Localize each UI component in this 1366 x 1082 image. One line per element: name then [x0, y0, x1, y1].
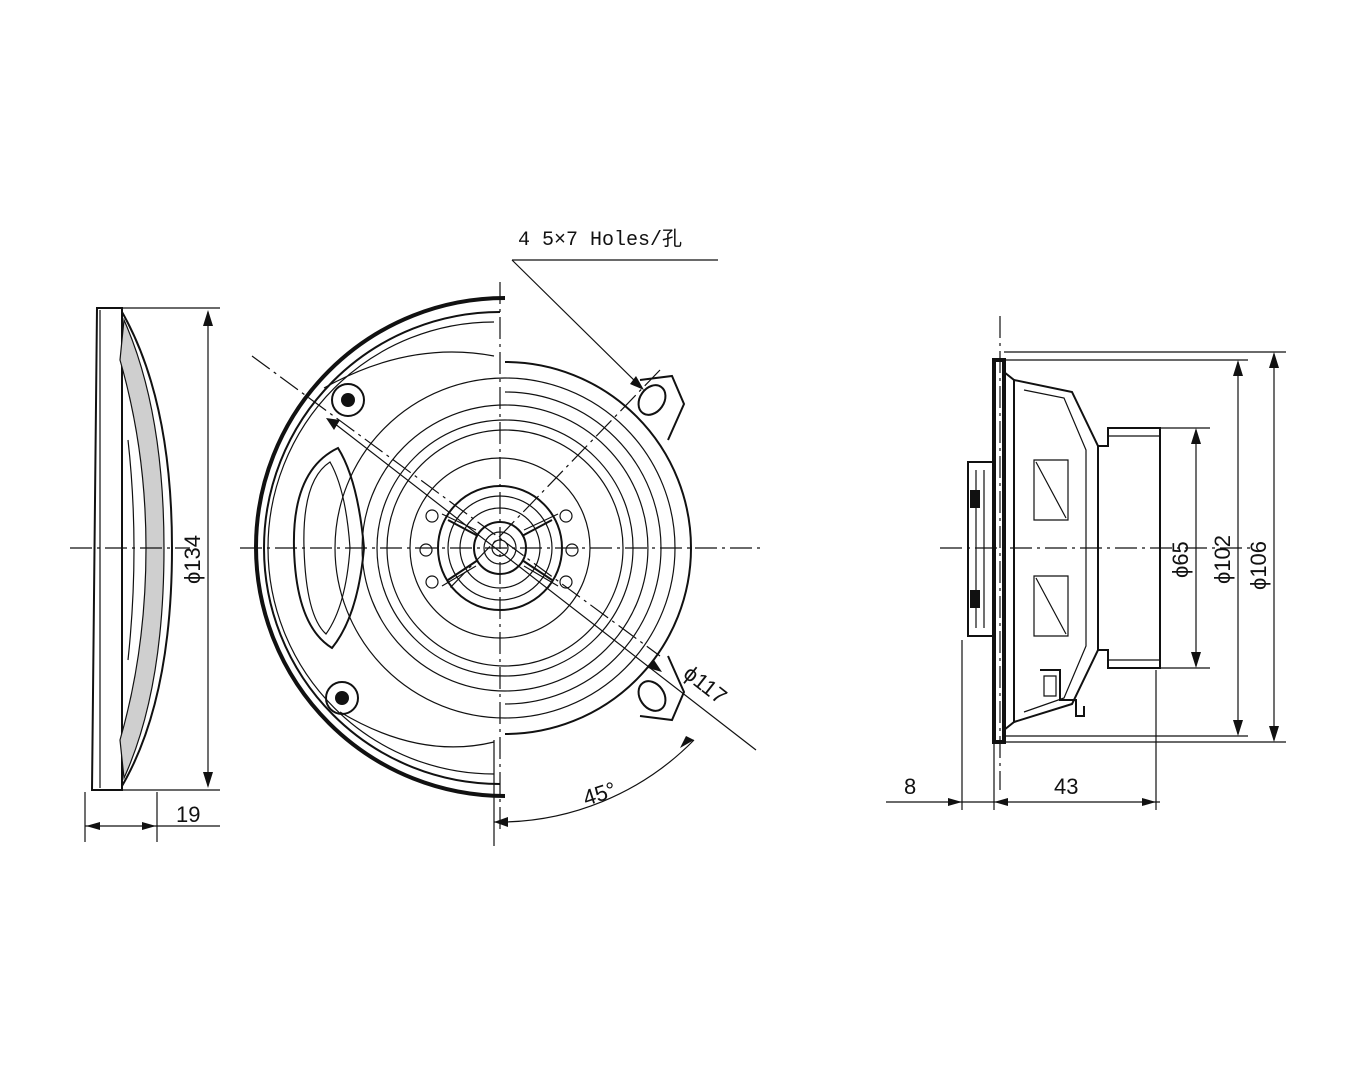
speaker-front-view: [240, 259, 760, 846]
grille-side-profile: [70, 307, 220, 842]
cutout-diameter-label: ϕ106: [1246, 541, 1271, 590]
speaker-side-view: [886, 316, 1286, 810]
basket-diameter-label: ϕ102: [1210, 535, 1235, 584]
grille-diameter-label: ϕ134: [180, 535, 205, 584]
mounting-holes-label: 4 5×7 Holes/孔: [518, 227, 682, 252]
magnet-diameter-label: ϕ65: [1168, 541, 1193, 578]
angle-label: 45°: [580, 777, 619, 811]
mounting-depth-label: 43: [1054, 774, 1078, 799]
grille-depth-label: 19: [176, 802, 200, 827]
front-depth-label: 8: [904, 774, 916, 799]
pcd-diameter-label: ϕ117: [679, 660, 732, 709]
